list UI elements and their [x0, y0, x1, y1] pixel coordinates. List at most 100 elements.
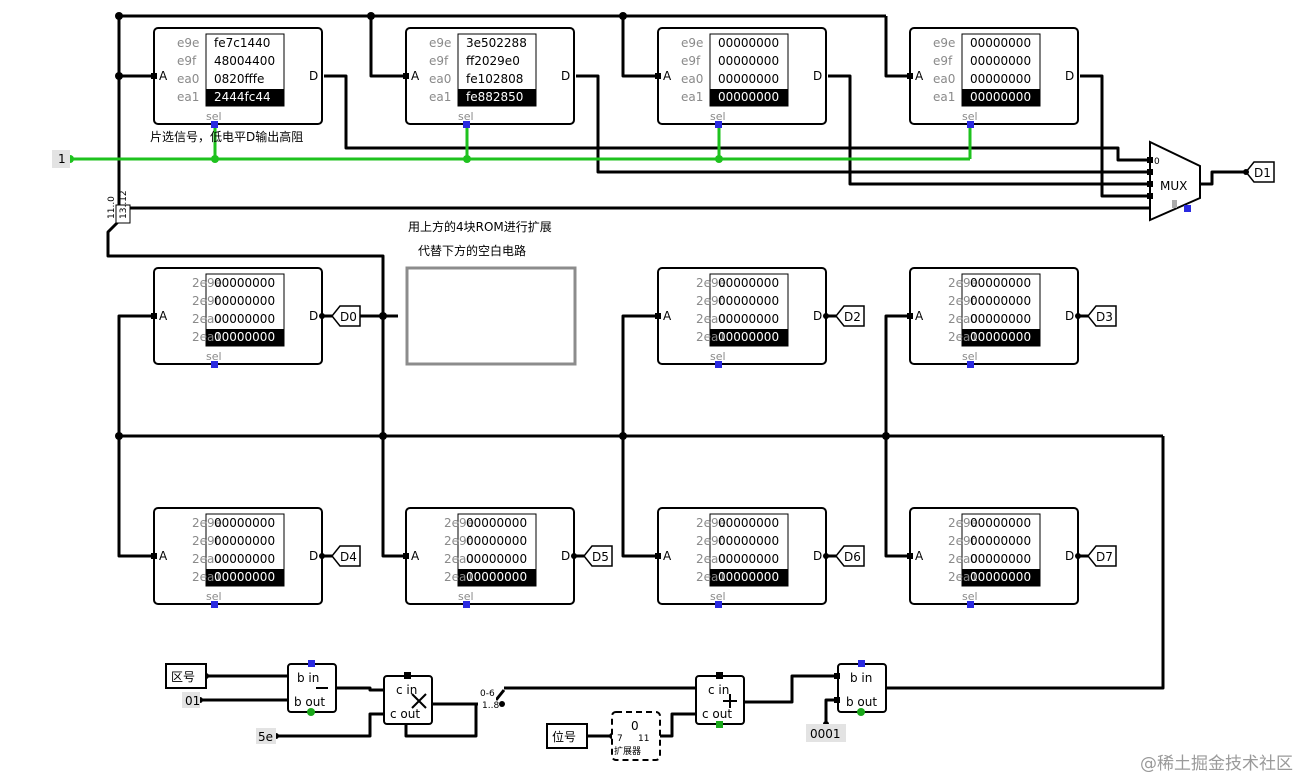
- rom-chip[interactable]: 2e9e000000002e9f000000002ea0000000002ea1…: [151, 507, 323, 608]
- subtractor-2[interactable]: b in b out: [834, 660, 887, 716]
- rom-address: ea1: [933, 90, 955, 104]
- rom-address: 2e9e: [696, 276, 726, 290]
- rom-chip[interactable]: 2e9e000000002e9f000000002ea0000000002ea1…: [403, 507, 575, 608]
- rom-value: 00000000: [970, 570, 1031, 584]
- rom-value: 00000000: [214, 294, 275, 308]
- rom-pin-sel: [211, 601, 218, 608]
- constant-one[interactable]: 1: [52, 150, 70, 168]
- rom-address: ea0: [681, 72, 703, 86]
- constant-5e[interactable]: 5e: [256, 728, 276, 744]
- rom-address: 2e9f: [696, 294, 724, 308]
- rom-pin-sel: [967, 361, 974, 368]
- mux-input0: 0: [1154, 157, 1160, 167]
- rom-address: 2ea1: [696, 330, 726, 344]
- rom-pin-a: [907, 553, 913, 559]
- extender-top: 0: [631, 719, 639, 733]
- rom-address: 2e9f: [948, 294, 976, 308]
- subtractor-1[interactable]: b in b out: [287, 660, 337, 716]
- extender-label: 扩展器: [614, 745, 641, 757]
- output-pin: D6: [823, 545, 865, 567]
- rom-sel-label: sel: [710, 110, 726, 123]
- zone-input[interactable]: 区号: [165, 663, 207, 689]
- rom-chip[interactable]: 2e9e000000002e9f000000002ea0000000002ea1…: [655, 507, 827, 608]
- rom-value: fe102808: [466, 72, 523, 86]
- rom-port-d: D: [309, 69, 318, 83]
- rom-pin-sel: [967, 601, 974, 608]
- watermark: @稀土掘金技术社区: [1140, 754, 1293, 774]
- rom-value: 00000000: [718, 72, 779, 86]
- rom-address: 2e9e: [192, 276, 222, 290]
- rom-address: 2ea0: [948, 312, 978, 326]
- output-pin: D5: [571, 545, 613, 567]
- rom-value: 00000000: [214, 276, 275, 290]
- rom-address: 2e9f: [948, 534, 976, 548]
- rom-value: 00000000: [718, 534, 779, 548]
- bottom-splitter: 0-6 1..8: [478, 688, 499, 711]
- rom-value: 00000000: [718, 276, 779, 290]
- rom-port-a: A: [159, 309, 168, 323]
- rom-value: 00000000: [970, 294, 1031, 308]
- rom-address: ea1: [429, 90, 451, 104]
- expand-note-line1: 用上方的4块ROM进行扩展: [408, 219, 552, 234]
- rom-port-d: D: [561, 549, 570, 563]
- rom-address: 2ea0: [192, 552, 222, 566]
- output-pin: D7: [1075, 545, 1117, 567]
- bit-extender: 0 7 11 扩展器: [611, 711, 661, 761]
- rom-address: 2e9f: [696, 534, 724, 548]
- output-pin-label: D5: [592, 550, 609, 564]
- rom-address: e9f: [933, 54, 953, 68]
- rom-address: 2ea0: [696, 552, 726, 566]
- rom-sel-label: sel: [206, 350, 222, 363]
- constant-0001[interactable]: 0001: [806, 724, 846, 742]
- rom-chip[interactable]: 2e9e000000002e9f000000002ea0000000002ea1…: [907, 267, 1079, 368]
- rom-chip[interactable]: 2e9e000000002e9f000000002ea0000000002ea1…: [907, 507, 1079, 608]
- rom-pin-a: [151, 313, 157, 319]
- rom-pin-a: [151, 553, 157, 559]
- rom-value: 00000000: [214, 570, 275, 584]
- rom-chip[interactable]: 2e9e000000002e9f000000002ea0000000002ea1…: [151, 267, 323, 368]
- rom-address: 2e9e: [696, 516, 726, 530]
- rom-value: 00000000: [214, 516, 275, 530]
- bottom-splitter-b: 1..8: [482, 701, 499, 711]
- rom-sel-label: sel: [458, 110, 474, 123]
- output-pin: D0: [319, 305, 361, 327]
- rom-value: 00000000: [466, 552, 527, 566]
- rom-value: 00000000: [970, 72, 1031, 86]
- rom-address: 2ea1: [948, 570, 978, 584]
- subtractor-2-bin: b in: [850, 671, 872, 685]
- rom-value: 3e502288: [466, 36, 527, 50]
- rom-pin-a: [655, 73, 661, 79]
- rom-value: 00000000: [466, 516, 527, 530]
- adder[interactable]: c in c out: [695, 672, 745, 728]
- rom-chip[interactable]: 2e9e000000002e9f000000002ea0000000002ea1…: [655, 267, 827, 368]
- rom-address: 2e9e: [192, 516, 222, 530]
- rom-value: ff2029e0: [466, 54, 520, 68]
- rom-value: 48004400: [214, 54, 275, 68]
- empty-circuit-box: [405, 266, 577, 366]
- rom-value: 00000000: [718, 330, 779, 344]
- multiplexer[interactable]: MUX 0: [1147, 140, 1201, 222]
- rom-value: 00000000: [718, 294, 779, 308]
- rom-address: ea0: [933, 72, 955, 86]
- rom-address: 2e9f: [192, 534, 220, 548]
- rom-pin-sel: [463, 601, 470, 608]
- subtractor-2-bout: b out: [846, 695, 877, 709]
- rom-address: e9e: [681, 36, 703, 50]
- rom-address: ea1: [177, 90, 199, 104]
- multiplier[interactable]: c in c out: [383, 672, 433, 725]
- position-input[interactable]: 位号: [546, 723, 588, 749]
- rom-value: 00000000: [214, 330, 275, 344]
- rom-sel-label: sel: [206, 590, 222, 603]
- rom-port-a: A: [915, 309, 924, 323]
- constant-01[interactable]: 01: [182, 692, 200, 708]
- rom-pin-a: [403, 553, 409, 559]
- rom-pin-sel: [715, 121, 722, 128]
- rom-pin-a: [655, 553, 661, 559]
- rom-value: 00000000: [718, 90, 779, 104]
- output-pin: D2: [823, 305, 865, 327]
- rom-address: e9f: [681, 54, 701, 68]
